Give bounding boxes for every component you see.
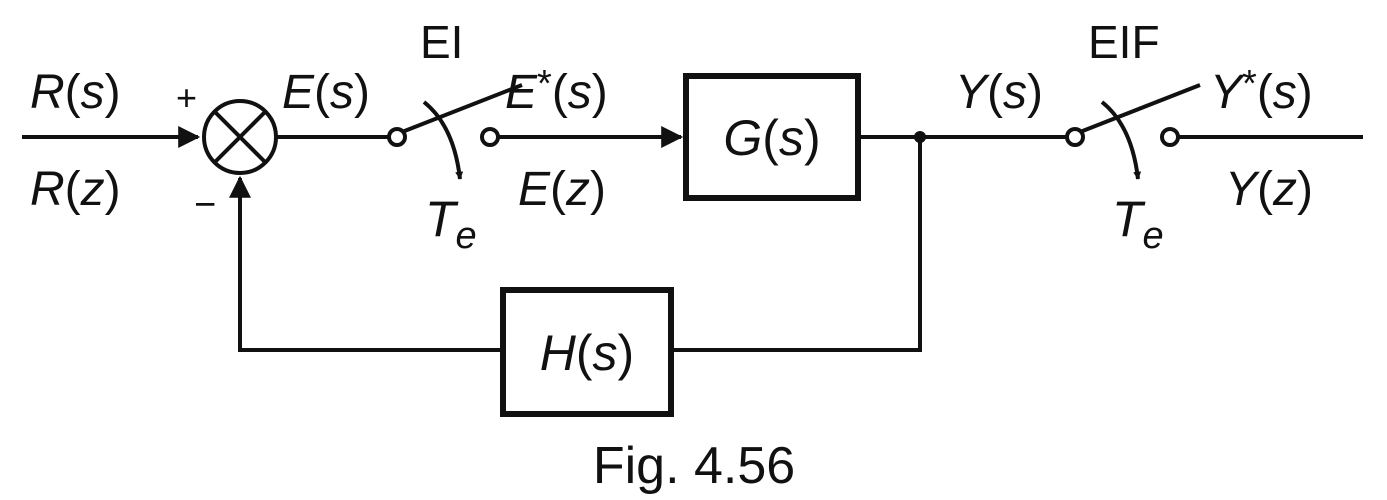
sampler-ei-rotation-arrow <box>422 100 464 180</box>
output-z-label: Y(z) <box>1225 163 1313 216</box>
summing-junction <box>202 99 278 175</box>
sampled-error-s-label: E*(s) <box>505 63 608 119</box>
plant-block <box>683 73 861 201</box>
sampler-eif-period: Te <box>1112 191 1164 257</box>
feedback-label: H(s) <box>540 325 634 381</box>
input-z-label: R(z) <box>30 163 121 216</box>
sampler-eif-name: EIF <box>1088 16 1160 68</box>
sampler-ei <box>387 83 523 180</box>
sampler-ei-name: EI <box>420 16 463 68</box>
sampler-eif-right-contact <box>1160 127 1180 147</box>
feedback-path-left <box>229 175 500 352</box>
figure-caption: Fig. 4.56 <box>593 437 795 495</box>
input-s-label: R(s) <box>30 66 121 119</box>
sampler-eif-rotation-arrow <box>1100 100 1142 180</box>
feedback-block <box>500 287 674 417</box>
sampler-eif <box>1065 83 1201 180</box>
sampled-error-z-label: E(z) <box>518 163 606 216</box>
sampler-ei-blade <box>401 83 523 134</box>
sampler-ei-left-contact <box>387 127 407 147</box>
sampler-ei-right-contact <box>480 127 500 147</box>
sampled-output-s-label: Y*(s) <box>1210 63 1313 119</box>
sampler-eif-blade <box>1079 83 1201 134</box>
sampler-ei-period: Te <box>425 191 477 257</box>
plant-label: G(s) <box>723 110 820 166</box>
feedback-path-right <box>674 137 922 352</box>
minus-sign: − <box>194 184 216 226</box>
error-s-label: E(s) <box>282 66 370 119</box>
output-s-label: Y(s) <box>955 66 1043 119</box>
branch-point <box>914 131 926 143</box>
sampler-eif-left-contact <box>1065 127 1085 147</box>
plus-sign: + <box>176 77 197 118</box>
